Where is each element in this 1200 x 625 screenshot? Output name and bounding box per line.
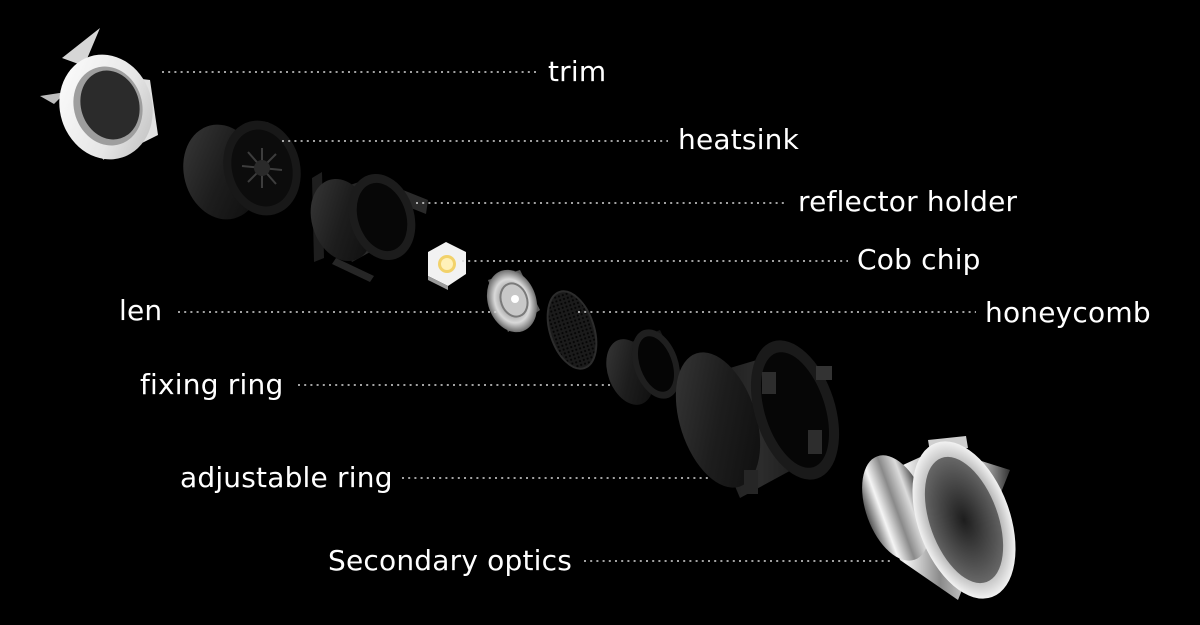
fixing-ring-icon — [606, 329, 681, 405]
honeycomb-icon — [546, 290, 598, 370]
adjustable-ring-icon — [675, 340, 840, 498]
label-len: len — [119, 294, 163, 327]
reflector-holder-icon — [310, 172, 428, 282]
trim-ring-icon — [40, 28, 158, 160]
heatsink-icon — [183, 120, 301, 220]
label-trim: trim — [548, 55, 607, 88]
label-heatsink: heatsink — [678, 123, 800, 156]
leader-lines — [162, 71, 976, 562]
label-cob-chip: Cob chip — [857, 243, 981, 276]
lens-icon — [486, 269, 540, 333]
label-honeycomb: honeycomb — [985, 296, 1151, 329]
label-secondary-optics: Secondary optics — [328, 544, 573, 577]
cob-chip-icon — [428, 242, 466, 290]
label-fixing-ring: fixing ring — [140, 368, 284, 401]
secondary-optics-icon — [862, 436, 1016, 600]
label-reflector-holder: reflector holder — [798, 185, 1018, 218]
label-adjustable-ring: adjustable ring — [180, 461, 393, 494]
